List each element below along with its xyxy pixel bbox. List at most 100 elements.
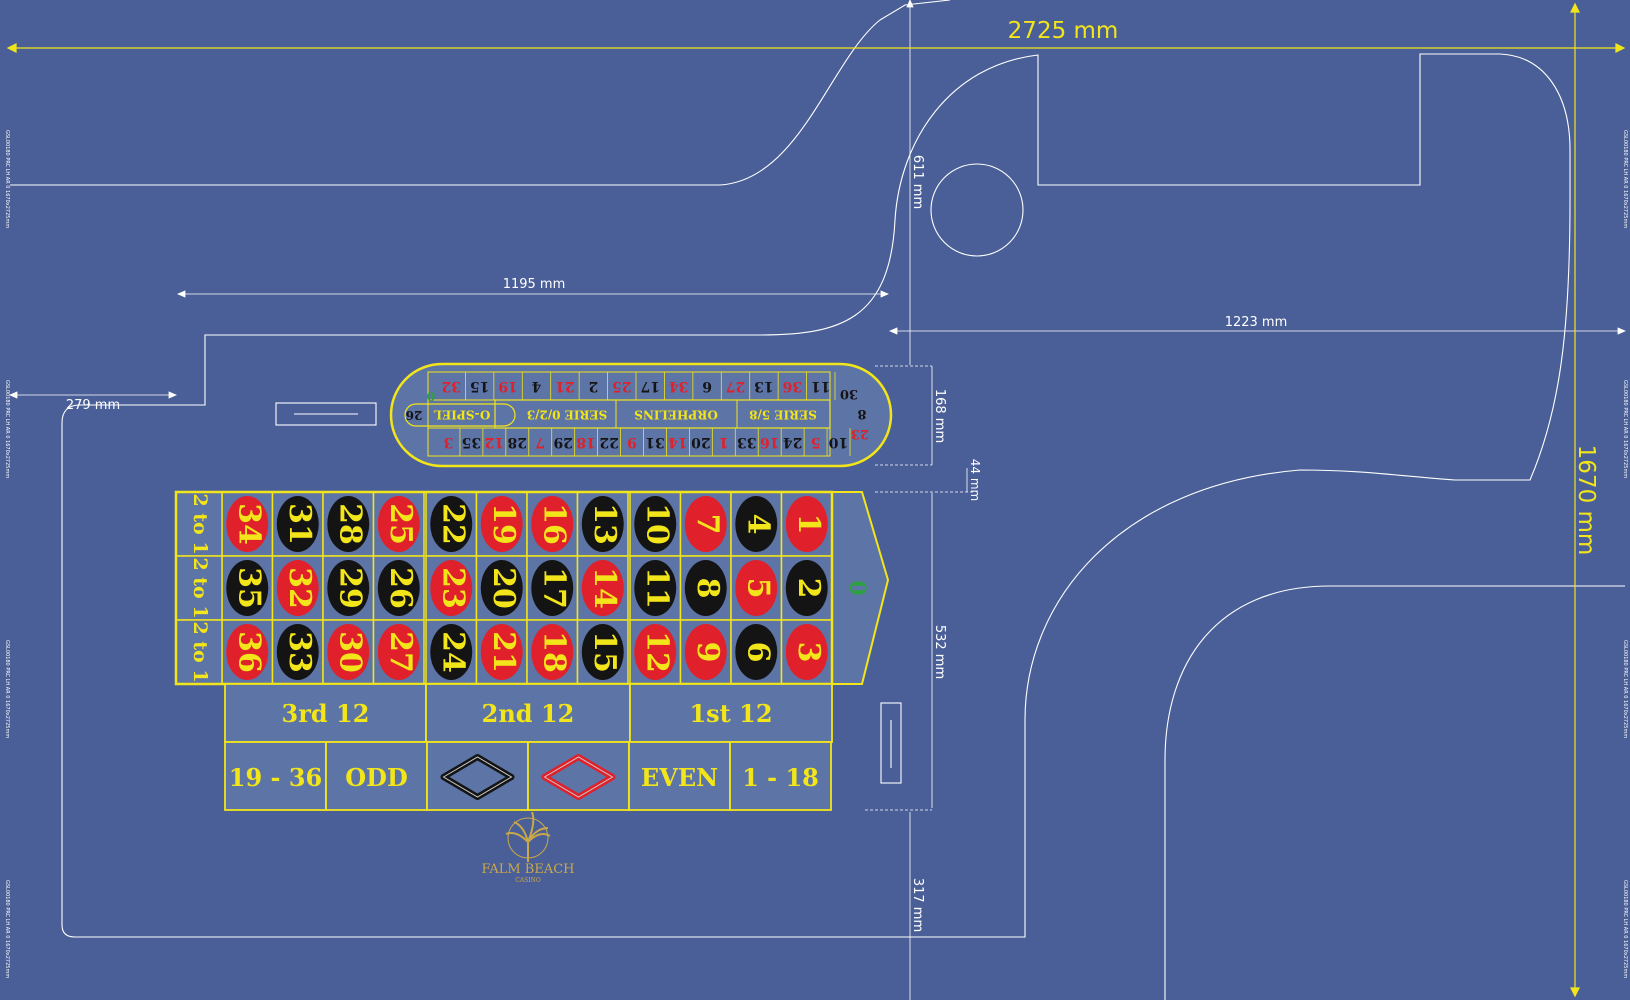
racetrack-number[interactable]: 17	[640, 378, 659, 394]
racetrack-number[interactable]: 6	[702, 378, 712, 394]
racetrack-number[interactable]: 1	[719, 434, 729, 450]
racetrack-number[interactable]: 31	[645, 434, 664, 450]
number-label: 21	[486, 631, 521, 673]
number-oval	[634, 624, 677, 680]
number-label: 16	[536, 503, 571, 545]
racetrack-number[interactable]: 36	[783, 378, 802, 394]
racetrack-section-o-spiel[interactable]: O-SPIEL	[433, 408, 490, 422]
number-oval	[480, 560, 523, 616]
palm-tree-icon	[505, 811, 551, 862]
racetrack-number[interactable]: 16	[760, 434, 779, 450]
column-bet-cell[interactable]	[175, 619, 223, 685]
number-oval	[276, 560, 319, 616]
racetrack-number[interactable]: 23	[851, 426, 869, 441]
number-label: 6	[740, 642, 775, 663]
racetrack-number[interactable]: 10	[829, 434, 849, 450]
number-oval	[226, 624, 269, 680]
chip-well-circle	[930, 163, 1024, 257]
racetrack: SERIE 5/8 ORPHELINS SERIE 0/2/3 O-SPIEL …	[389, 362, 893, 468]
racetrack-number[interactable]: 14	[668, 434, 688, 450]
number-label: 1	[791, 514, 826, 535]
racetrack-number[interactable]: 2	[588, 378, 598, 394]
number-oval	[785, 496, 828, 552]
number-oval	[684, 624, 727, 680]
number-label: 20	[486, 567, 521, 609]
number-label: 11	[639, 567, 674, 609]
racetrack-number[interactable]: 20	[691, 434, 711, 450]
number-oval	[430, 624, 473, 680]
racetrack-number[interactable]: 15	[470, 378, 489, 394]
card-slot-left	[275, 402, 377, 426]
number-label: 33	[282, 631, 317, 673]
number-label: 19	[486, 503, 521, 545]
racetrack-number[interactable]: 18	[576, 434, 595, 450]
number-oval	[634, 496, 677, 552]
racetrack-number[interactable]: 21	[555, 378, 574, 394]
number-oval	[276, 496, 319, 552]
racetrack-number[interactable]: 3	[444, 434, 454, 450]
outside-bet-cell[interactable]	[729, 741, 832, 811]
racetrack-number[interactable]: 5	[811, 434, 821, 450]
dozen-bet-label: 2nd 12	[482, 699, 575, 728]
column-bet-cell[interactable]	[175, 555, 223, 621]
racetrack-number[interactable]: 32	[441, 378, 460, 394]
number-oval	[735, 560, 778, 616]
racetrack-number[interactable]: 13	[754, 378, 773, 394]
number-oval	[377, 496, 420, 552]
racetrack-number[interactable]: 26	[406, 408, 423, 422]
number-label: 30	[332, 631, 367, 673]
left-edge-text: GSL00180 PRC LH AR 0 1670x2725mm GSL0018…	[4, 130, 10, 978]
number-label: 5	[740, 578, 775, 599]
outside-bet-cell[interactable]	[224, 741, 327, 811]
edge-text: GSL00180 PRC LH AR 0 1670x2725mm	[4, 130, 10, 228]
number-label: 17	[536, 567, 571, 609]
racetrack-number[interactable]: 25	[612, 378, 631, 394]
number-oval	[531, 560, 574, 616]
right-edge-text: GSL00180 PRC LH AR 0 1670x2725mm GSL0018…	[1622, 130, 1628, 978]
number-oval	[735, 496, 778, 552]
edge-text: GSL00180 PRC LH AR 0 1670x2725mm	[1622, 880, 1628, 978]
racetrack-number[interactable]: 9	[627, 434, 637, 450]
number-oval	[785, 624, 828, 680]
racetrack-zero[interactable]: 0	[427, 389, 435, 403]
racetrack-section-orphelins[interactable]: ORPHELINS	[634, 408, 718, 422]
racetrack-number[interactable]: 22	[599, 434, 618, 450]
racetrack-number[interactable]: 12	[485, 434, 504, 450]
racetrack-number[interactable]: 30	[840, 386, 858, 401]
racetrack-number[interactable]: 29	[553, 434, 572, 450]
logo-sub: CASINO	[515, 877, 541, 884]
racetrack-number[interactable]: 28	[508, 434, 527, 450]
dimension-611: 611 mm	[910, 155, 925, 209]
racetrack-number[interactable]: 33	[737, 434, 756, 450]
racetrack-number[interactable]: 7	[535, 434, 545, 450]
racetrack-number[interactable]: 35	[462, 434, 481, 450]
racetrack-number[interactable]: 4	[531, 378, 541, 394]
top-left-curve	[10, 0, 951, 186]
number-label: 31	[282, 503, 317, 545]
edge-text: GSL00180 PRC LH AR 0 1670x2725mm	[1622, 130, 1628, 228]
number-oval	[377, 624, 420, 680]
outside-bet-label: EVEN	[641, 763, 718, 792]
number-oval	[226, 560, 269, 616]
number-label: 13	[587, 503, 622, 545]
racetrack-number[interactable]: 11	[811, 378, 830, 394]
card-slot-right	[880, 702, 902, 784]
racetrack-section-serie-0-2-3[interactable]: SERIE 0/2/3	[527, 408, 608, 422]
dozen-bet-cell[interactable]	[629, 683, 833, 743]
outside-bet-cell[interactable]	[325, 741, 428, 811]
number-oval	[581, 496, 624, 552]
racetrack-number[interactable]: 8	[857, 406, 866, 421]
number-label: 29	[332, 567, 367, 609]
racetrack-section-serie-5-8[interactable]: SERIE 5/8	[749, 408, 817, 422]
dimension-total-width: 2725 mm	[1008, 18, 1119, 44]
number-label: 2	[791, 578, 826, 599]
racetrack-number[interactable]: 24	[783, 434, 803, 450]
racetrack-number[interactable]: 34	[669, 378, 689, 394]
overall-dimension-lines	[6, 2, 1626, 998]
number-oval	[531, 624, 574, 680]
racetrack-number[interactable]: 27	[726, 378, 745, 394]
racetrack-number[interactable]: 19	[498, 378, 517, 394]
number-oval	[531, 496, 574, 552]
